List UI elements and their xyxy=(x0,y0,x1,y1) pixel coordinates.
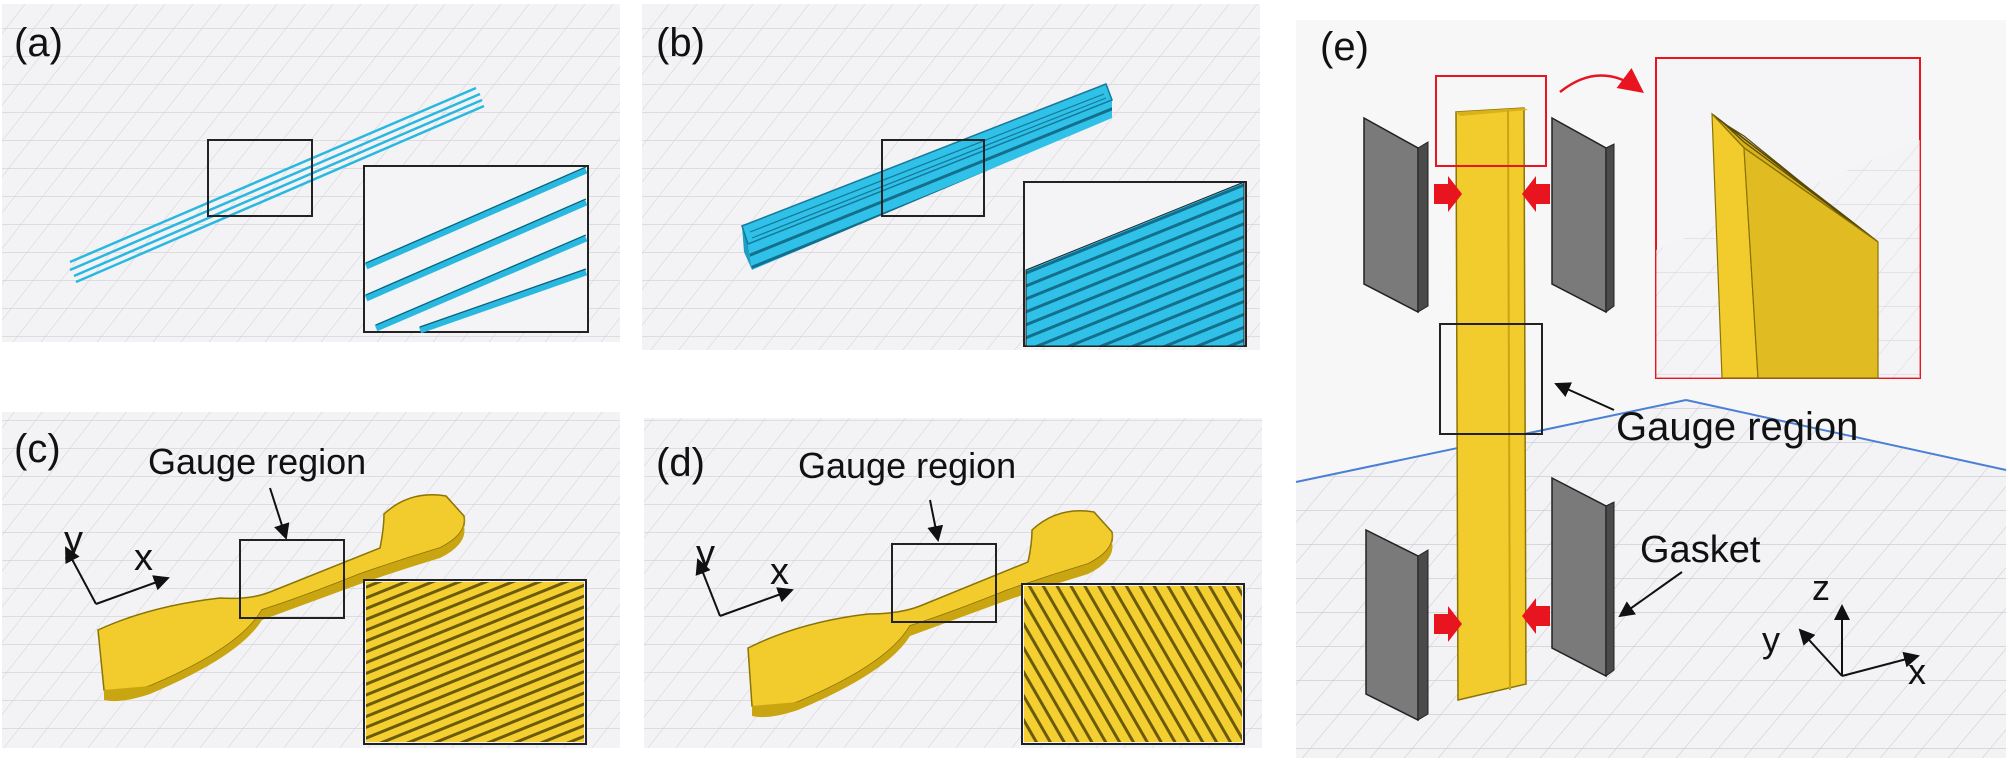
panel-label-d: (d) xyxy=(656,441,705,485)
axis-label-y: y xyxy=(64,519,83,561)
compression-arrows xyxy=(1434,176,1550,642)
axis-label-y: y xyxy=(696,533,715,575)
zoom-box xyxy=(207,139,313,217)
inset-zoom xyxy=(363,579,587,745)
panel-e: Gauge region Gasket z x y (e) xyxy=(1295,20,2007,758)
inset-zoom xyxy=(1655,57,1921,379)
gauge-zoom-box xyxy=(891,543,997,623)
annotation-gauge-region: Gauge region xyxy=(148,441,366,482)
axis-label-x: x xyxy=(1908,651,1926,692)
gauge-zoom-box xyxy=(1439,323,1543,435)
annotation-arrow xyxy=(269,487,290,540)
axes-triad xyxy=(1798,604,1920,677)
cyan-bar xyxy=(741,83,1113,270)
panel-a: (a) xyxy=(2,4,620,342)
arrow-right-icon xyxy=(1434,606,1462,642)
annotation-arrow xyxy=(1618,571,1683,618)
gasket-top-right xyxy=(1551,116,1615,314)
single-track-lines xyxy=(69,86,485,284)
axis-label-x: x xyxy=(134,537,153,579)
panel-label-b: (b) xyxy=(656,21,705,65)
panel-d: y x Gauge region (d) xyxy=(644,418,1262,748)
zoom-arrow xyxy=(1559,68,1645,93)
panel-label-c: (c) xyxy=(14,427,61,471)
inset-zoom xyxy=(363,165,589,334)
annotation-gauge-region: Gauge region xyxy=(798,445,1016,486)
gasket-top-left xyxy=(1363,116,1429,314)
vertical-specimen xyxy=(1455,107,1528,701)
top-zoom-box xyxy=(1435,75,1547,167)
arrow-left-icon xyxy=(1522,598,1550,634)
annotation-arrow xyxy=(1554,382,1615,411)
inset-zoom xyxy=(1021,583,1245,745)
gauge-zoom-box xyxy=(239,539,345,619)
axis-label-x: x xyxy=(770,551,789,593)
zoom-box xyxy=(881,139,985,217)
gasket-bottom-left xyxy=(1365,528,1429,722)
axis-label-z: z xyxy=(1812,567,1830,608)
panel-label-a: (a) xyxy=(14,21,63,65)
annotation-arrow xyxy=(927,499,944,542)
annotation-gauge-region: Gauge region xyxy=(1616,405,1858,449)
gasket-bottom-right xyxy=(1551,476,1615,678)
arrow-right-icon xyxy=(1434,176,1462,212)
panel-b: (b) xyxy=(642,4,1260,350)
inset-zoom xyxy=(1023,181,1247,347)
axes-triad xyxy=(695,558,794,617)
panel-c: y x Gauge region (c) xyxy=(2,412,620,748)
dogbone-specimen xyxy=(747,510,1114,718)
axes-triad xyxy=(65,546,170,605)
panel-label-e: (e) xyxy=(1320,25,1369,69)
annotation-gasket: Gasket xyxy=(1640,529,1761,571)
axis-label-y: y xyxy=(1762,619,1780,660)
arrow-left-icon xyxy=(1522,176,1550,212)
